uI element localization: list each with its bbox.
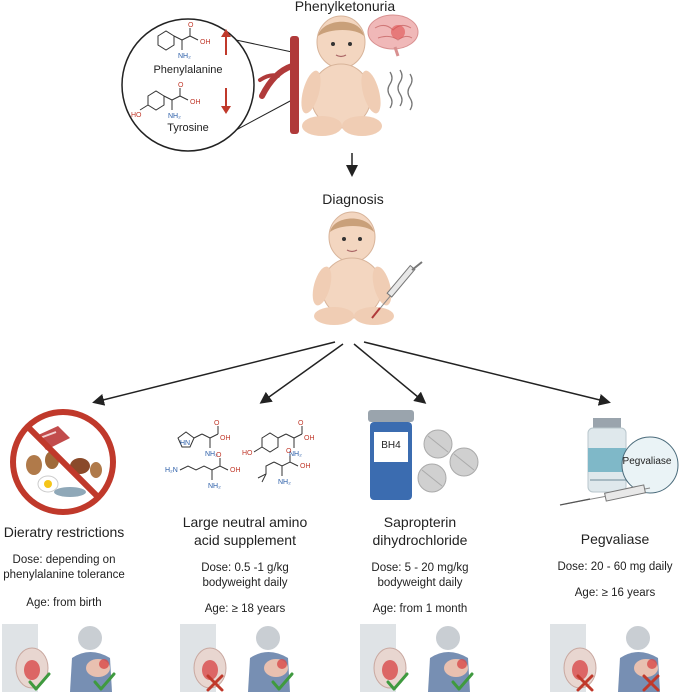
treatment-3-dose: Dose: 5 - 20 mg/kg bodyweight daily — [371, 562, 469, 589]
treatment-1-pregnancy-icon — [2, 624, 49, 692]
treatment-3-breastfeeding-check-icon — [451, 672, 474, 691]
baby-icon — [301, 15, 382, 136]
treatment-1-pregnancy-check-icon — [28, 672, 51, 691]
increase-arrow-icon — [221, 29, 231, 55]
treatment-3-pregnancy-check-icon — [386, 672, 409, 691]
treatment-1-breastfeeding-icon — [70, 626, 112, 692]
amino-acid-structures-icon — [177, 426, 303, 483]
svg-text:O: O — [298, 420, 304, 427]
svg-text:OH: OH — [220, 435, 231, 442]
phenylketonuria-title: Phenylketonuria — [294, 0, 396, 14]
treatment-4-dose: Dose: 20 - 60 mg daily — [557, 561, 673, 573]
svg-text:O: O — [178, 82, 184, 89]
amino-acid-labels: OH O NH₂ HN OH O NH₂ HO H₂N OH O NH₂ OH … — [165, 420, 315, 490]
treatment-3-pregnancy-icon — [360, 624, 407, 692]
brain-icon — [367, 14, 419, 57]
phenylalanine-label: Phenylalanine — [153, 64, 223, 76]
svg-text:NH₂: NH₂ — [208, 483, 221, 490]
svg-text:NH₂: NH₂ — [289, 451, 302, 458]
treatment-2-age: Age: ≥ 18 years — [204, 603, 286, 615]
odor-waves-icon — [387, 69, 413, 111]
treatment-4-pregnancy-cross-icon — [576, 674, 594, 692]
bh4-label: BH4 — [381, 440, 401, 451]
phenylalanine-structure-icon — [157, 28, 199, 51]
tyrosine-structure-icon — [139, 88, 189, 111]
molecule-zoom-circle — [121, 18, 293, 152]
food-icon — [10, 409, 116, 515]
svg-text:HO: HO — [242, 450, 253, 457]
treatment-2-dose: Dose: 0.5 -1 g/kg bodyweight daily — [201, 562, 289, 589]
svg-text:NH₂: NH₂ — [168, 113, 181, 120]
svg-text:NH₂: NH₂ — [278, 479, 291, 486]
vial-icon — [559, 418, 679, 506]
treatment-3-age: Age: from 1 month — [372, 603, 468, 615]
treatment-3-breastfeeding-icon — [428, 626, 470, 692]
treatment-2-title: Large neutral amino acid supplement — [182, 514, 308, 548]
treatment-2-pregnancy-cross-icon — [206, 674, 224, 692]
svg-text:OH: OH — [300, 463, 311, 470]
pegvaliase-vial-label: Pegvaliase — [622, 456, 672, 467]
treatment-3-title: Sapropterin dihydrochloride — [372, 514, 468, 548]
treatment-2-breastfeeding-check-icon — [271, 672, 294, 691]
svg-text:OH: OH — [230, 467, 241, 474]
svg-text:HN: HN — [180, 440, 190, 447]
svg-text:O: O — [188, 22, 194, 29]
decrease-arrow-icon — [221, 88, 231, 114]
treatment-1-dose: Dose: depending on phenylalanine toleran… — [3, 554, 125, 581]
treatment-4-age: Age: ≥ 16 years — [574, 587, 656, 599]
svg-text:NH₂: NH₂ — [205, 451, 218, 458]
tyrosine-label: Tyrosine — [167, 122, 209, 134]
treatment-1-title: Dieratry restrictions — [3, 524, 125, 540]
svg-text:O: O — [216, 452, 222, 459]
diagnosis-title: Diagnosis — [322, 191, 384, 207]
svg-text:HO: HO — [131, 112, 142, 119]
svg-text:O: O — [286, 448, 292, 455]
svg-text:OH: OH — [190, 99, 201, 106]
svg-text:H₂N: H₂N — [165, 467, 178, 474]
syringe-icon — [371, 261, 423, 319]
treatment-1-breastfeeding-check-icon — [93, 672, 116, 691]
treatment-1-age: Age: from birth — [26, 597, 102, 609]
treatment-2-pregnancy-icon — [180, 624, 227, 692]
pill-bottle-icon — [368, 410, 479, 500]
treatment-2-breastfeeding-icon — [248, 626, 290, 692]
svg-text:OH: OH — [304, 435, 315, 442]
svg-text:O: O — [214, 420, 220, 427]
svg-text:NH₂: NH₂ — [178, 53, 191, 60]
treatment-4-breastfeeding-cross-icon — [642, 674, 660, 692]
svg-text:OH: OH — [200, 39, 211, 46]
branch-arrows — [92, 341, 611, 406]
treatment-4-pregnancy-icon — [550, 624, 597, 692]
blood-vessel-icon — [258, 36, 299, 134]
treatment-4-title: Pegvaliase — [580, 531, 650, 547]
